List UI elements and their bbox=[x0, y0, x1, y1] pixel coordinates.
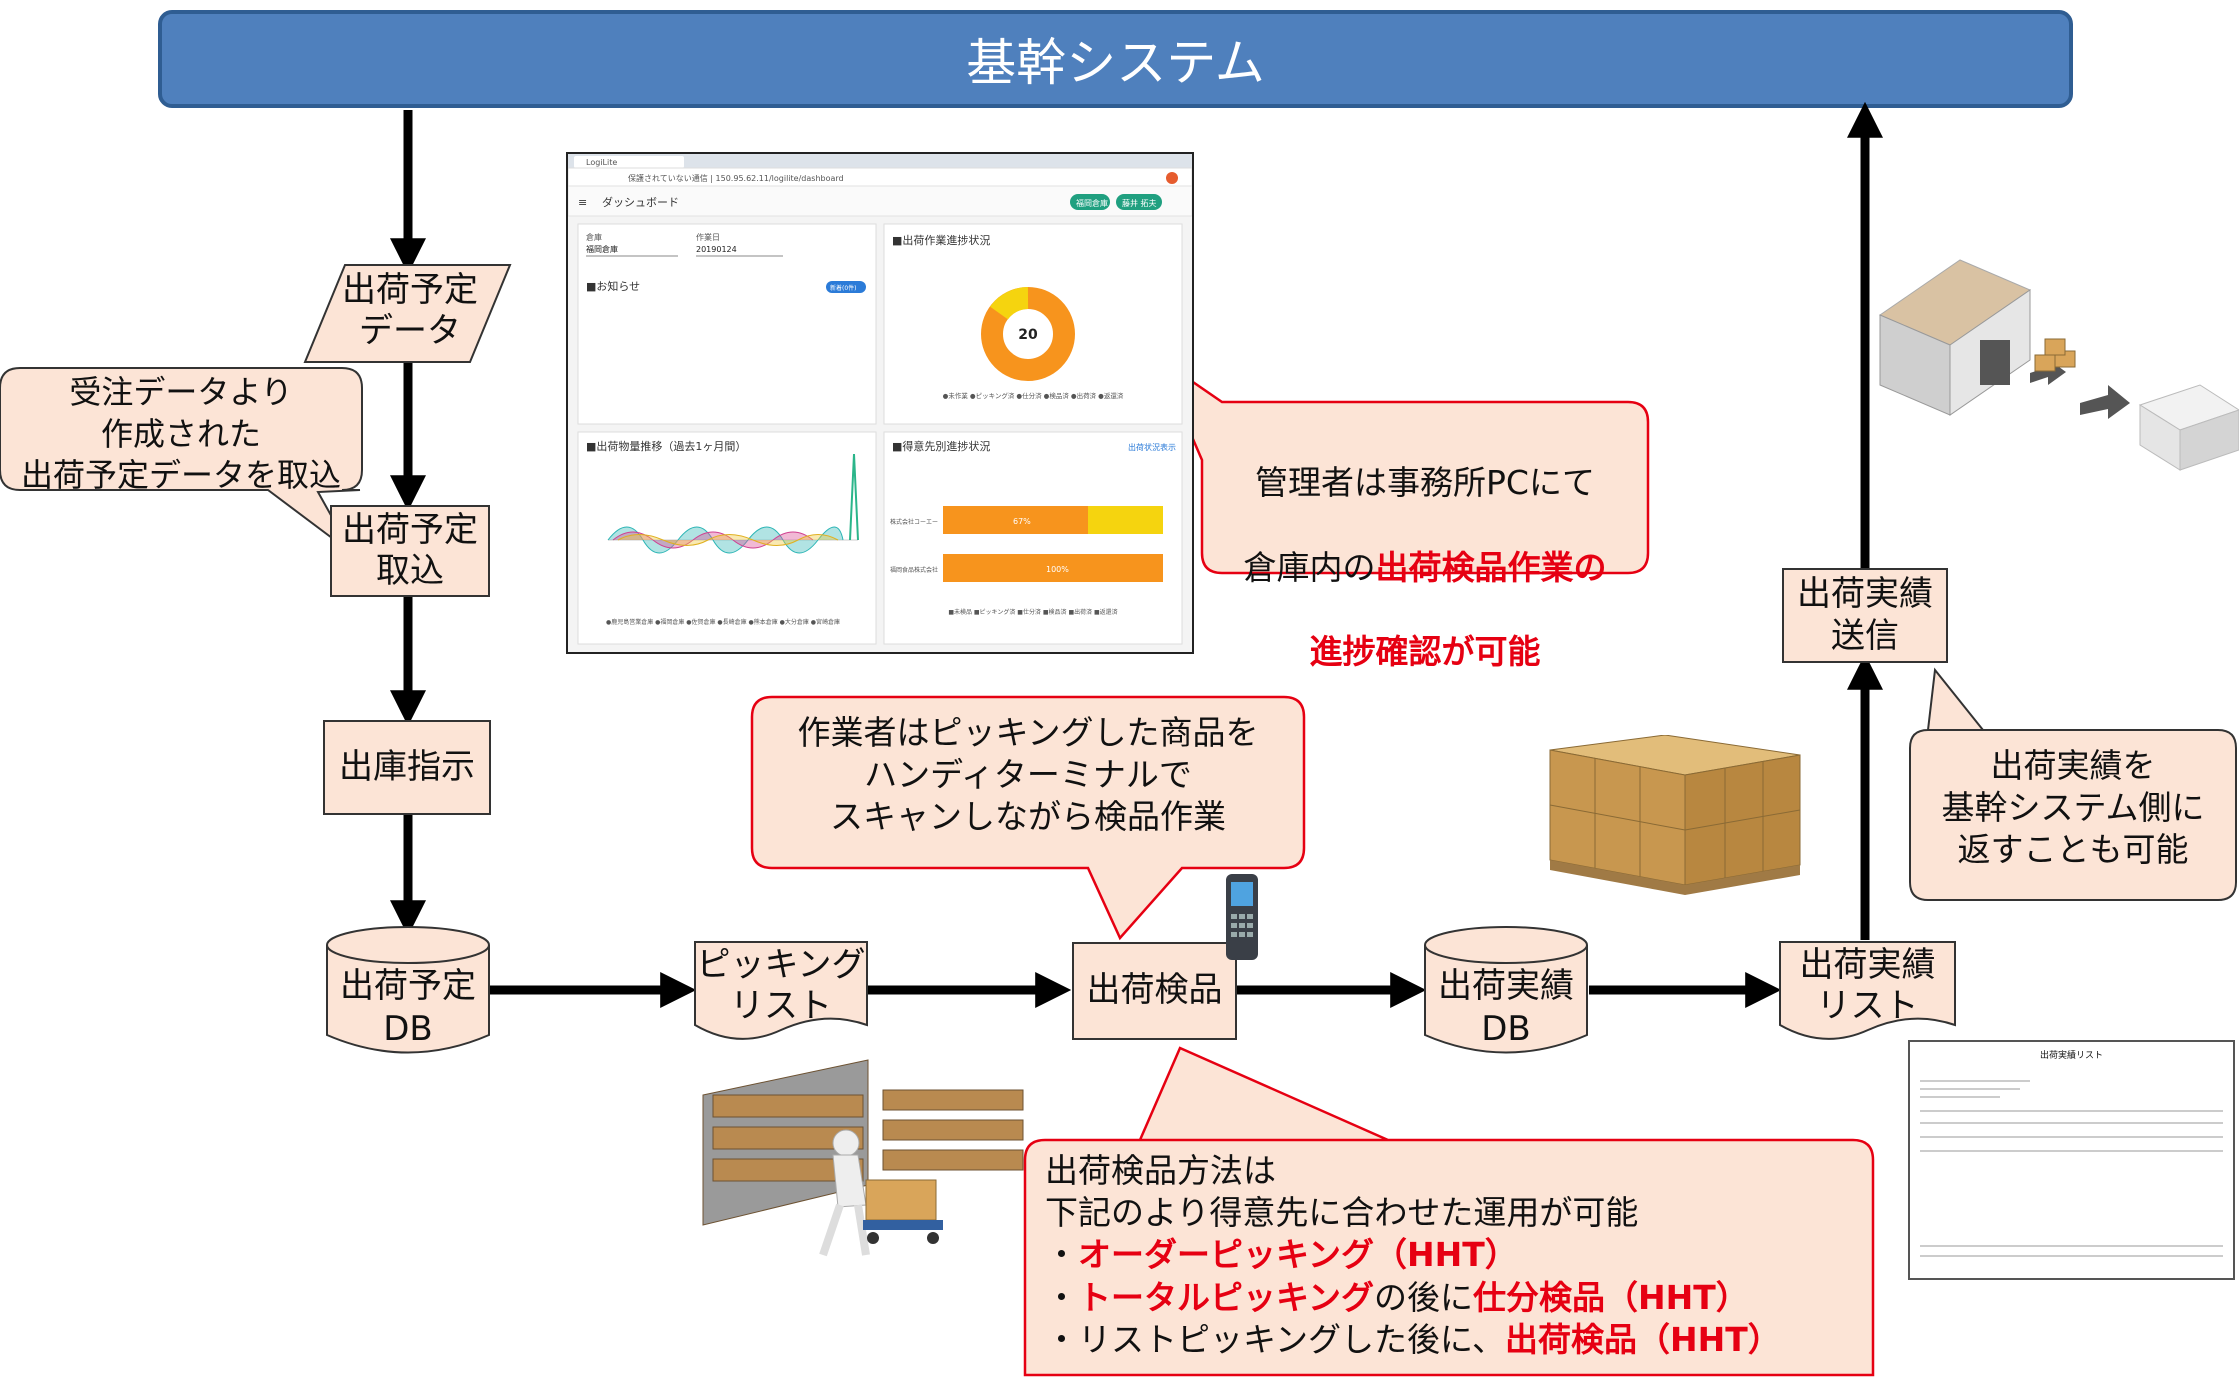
shipping-result-db-shape bbox=[1424, 926, 1588, 1054]
customer-row-1-pct: 67% bbox=[1013, 517, 1031, 526]
shipping-plan-db-label: 出荷予定 DB bbox=[340, 966, 476, 1049]
header-user-button: 藤井 拓夫 bbox=[1122, 198, 1157, 208]
manager-line-1: 管理者は事務所PCにて bbox=[1255, 463, 1595, 503]
callout-return-bubble bbox=[1909, 667, 2237, 901]
customer-legend: ■未検品 ■ピッキング済 ■仕分済 ■検品済 ■出荷済 ■返還済 bbox=[948, 608, 1117, 616]
worker-head bbox=[832, 1129, 860, 1157]
callout-worker-text: 作業者はピッキングした商品を ハンディターミナルで スキャンしながら検品作業 bbox=[797, 713, 1259, 837]
shipping-plan-import-box: 出荷予定 取込 bbox=[330, 505, 490, 597]
customer-title: ■得意先別進捗状況 bbox=[892, 439, 990, 453]
date-label: 作業日 bbox=[696, 232, 720, 242]
method-line-1: 出荷検品方法は bbox=[1045, 1151, 1276, 1190]
manager-line-3: 進捗確認が可能 bbox=[1309, 632, 1541, 672]
volume-legend: ●鹿児島営業倉庫 ●福岡倉庫 ●佐賀倉庫 ●長崎倉庫 ●熊本倉庫 ●大分倉庫 ●… bbox=[606, 618, 840, 626]
dashboard-svg: LogiLite 保護されていない通信 | 150.95.62.11/logil… bbox=[567, 154, 1193, 645]
method-line-2: 下記のより得意先に合わせた運用が可能 bbox=[1045, 1193, 1639, 1233]
browser-tab-label: LogiLite bbox=[586, 158, 617, 167]
dashboard-screenshot: LogiLite 保護されていない通信 | 150.95.62.11/logil… bbox=[566, 152, 1194, 654]
report-lines bbox=[1920, 1080, 2223, 1257]
method-bullet-3: ・リストピッキングした後に、出荷検品（HHT） bbox=[1045, 1319, 1781, 1359]
customer-row-1-bar-yellow bbox=[1088, 506, 1163, 534]
warehouse-select: 福岡倉庫 bbox=[586, 244, 618, 254]
customer-row-2-bar bbox=[943, 554, 1163, 582]
customer-row-1-label: 株式会社コーエー bbox=[890, 518, 938, 526]
callout-manager-bubble bbox=[1155, 354, 1650, 575]
volume-wave-chart bbox=[607, 453, 859, 554]
manager-line-2: 倉庫内の出荷検品作業の bbox=[1243, 547, 1607, 587]
method-bullet-1: ・オーダーピッキング（HHT） bbox=[1045, 1235, 1518, 1275]
customer-row-2-label: 福岡食品株式会社 bbox=[890, 566, 938, 574]
callout-order-data-bubble bbox=[0, 367, 363, 554]
core-system-label: 基幹システム bbox=[966, 34, 1265, 92]
shipping-result-send-box: 出荷実績 送信 bbox=[1782, 568, 1948, 663]
shipping-inspection-box: 出荷検品 bbox=[1072, 942, 1237, 1040]
callout-method-bubble bbox=[1023, 1046, 1875, 1377]
shipping-result-report-thumbnail: 出荷実績リスト bbox=[1908, 1040, 2235, 1280]
shipping-plan-data-shape bbox=[303, 264, 512, 363]
picking-list-label: ピッキング リスト bbox=[696, 945, 866, 1026]
dashboard-page-title: ダッシュボード bbox=[602, 195, 679, 209]
callout-manager-text: 管理者は事務所PCにて 倉庫内の出荷検品作業の 進捗確認が可能 bbox=[1205, 420, 1645, 716]
shipping-plan-data-label: 出荷予定 データ bbox=[342, 270, 478, 352]
notice-badge: 新着(0件) bbox=[830, 284, 857, 292]
shipping-result-db-label: 出荷実績 DB bbox=[1438, 966, 1574, 1049]
callout-worker-bubble bbox=[750, 695, 1306, 941]
issue-instruction-box: 出庫指示 bbox=[323, 720, 491, 815]
browser-url: 保護されていない通信 | 150.95.62.11/logilite/dashb… bbox=[628, 173, 844, 183]
picking-worker-illustration bbox=[702, 1059, 1024, 1257]
shipping-result-list-label: 出荷実績 リスト bbox=[1799, 945, 1936, 1026]
customer-link: 出荷状況表示 bbox=[1128, 442, 1176, 452]
handy-terminal-icon bbox=[1226, 874, 1258, 960]
donut-legend: ●未作業 ●ピッキング済 ●仕分済 ●検品済 ●出荷済 ●返還済 bbox=[943, 391, 1124, 400]
donut-center-value: 20 bbox=[1018, 327, 1038, 343]
customer-row-2-pct: 100% bbox=[1046, 565, 1069, 574]
notice-title: ■お知らせ bbox=[586, 279, 640, 293]
callout-order-data-text: 受注データより 作成された 出荷予定データを取込 bbox=[20, 373, 341, 495]
method-bullet-2: ・トータルピッキングの後に仕分検品（HHT） bbox=[1045, 1277, 1749, 1317]
shipping-plan-db-shape bbox=[326, 926, 490, 1054]
progress-title: ■出荷作業進捗状況 bbox=[892, 233, 990, 247]
donut-segment-sorted bbox=[990, 287, 1029, 320]
profile-avatar-icon bbox=[1166, 172, 1178, 184]
core-system-banner: 基幹システム bbox=[158, 10, 2073, 108]
picking-list-shape bbox=[694, 941, 868, 1040]
callout-return-text: 出荷実績を 基幹システム側に 返すことも可能 bbox=[1941, 746, 2205, 870]
pallet-boxes-illustration bbox=[1549, 735, 1801, 895]
callout-method-text: 出荷検品方法は 下記のより得意先に合わせた運用が可能 ・オーダーピッキング（HH… bbox=[1045, 1150, 1865, 1361]
report-title: 出荷実績リスト bbox=[2039, 1051, 2103, 1061]
shipping-result-list-shape bbox=[1779, 941, 1956, 1040]
warehouse-truck-illustration bbox=[1878, 259, 2239, 471]
header-warehouse-button: 福岡倉庫 bbox=[1076, 198, 1108, 208]
customer-row-1-bar-orange bbox=[943, 506, 1088, 534]
warehouse-label: 倉庫 bbox=[586, 232, 602, 242]
volume-title: ■出荷物量推移（過去1ヶ月間） bbox=[586, 439, 746, 453]
menu-icon: ≡ bbox=[578, 196, 587, 209]
date-input: 20190124 bbox=[696, 245, 737, 254]
